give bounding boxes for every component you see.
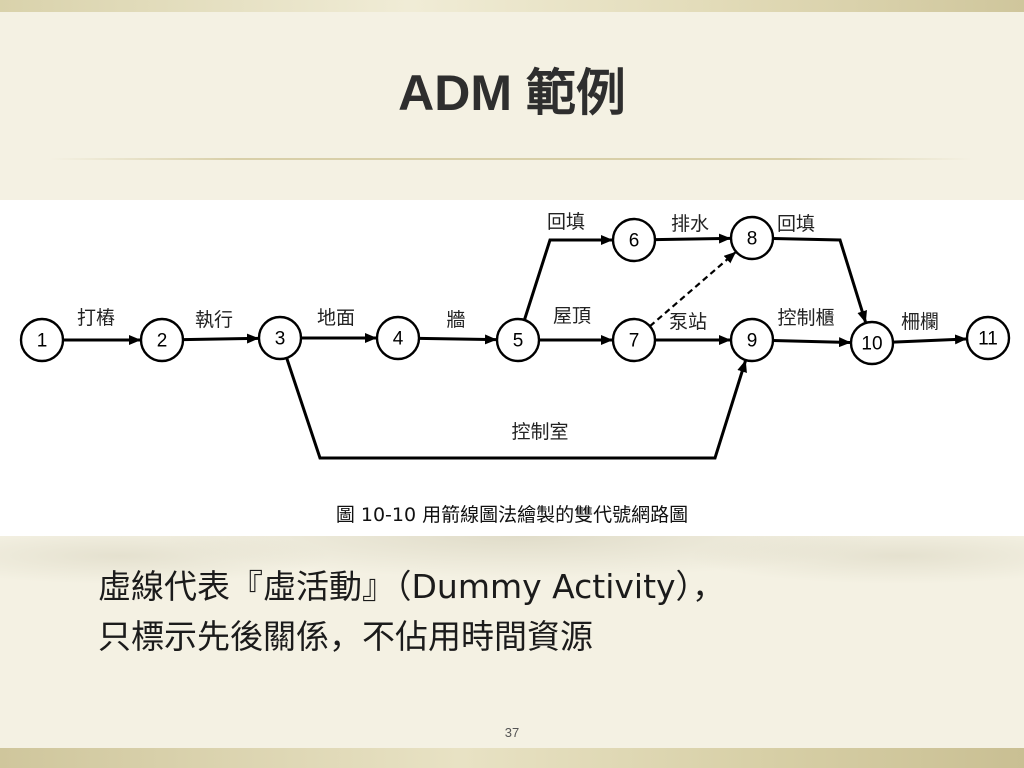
event-node-9: 9	[729, 317, 775, 363]
event-node-11: 11	[965, 315, 1011, 361]
event-node-circle-4	[375, 315, 421, 361]
event-node-label-7: 7	[629, 331, 640, 352]
activity-label-2-3: 執行	[195, 309, 233, 331]
activity-arrow-8-10	[772, 236, 867, 323]
activity-arrow-9-10	[772, 337, 852, 348]
activity-label-3-9: 控制室	[511, 421, 568, 443]
activity-arrow-3-9	[285, 357, 747, 460]
activity-label-5-7: 屋頂	[553, 305, 591, 327]
event-node-circle-3	[257, 315, 303, 361]
edges-layer	[63, 233, 968, 460]
event-node-6: 6	[611, 217, 657, 263]
event-node-circle-7	[611, 317, 657, 363]
event-node-circle-6	[611, 217, 657, 263]
event-node-label-4: 4	[393, 329, 404, 350]
activity-label-7-9: 泵站	[669, 311, 707, 333]
event-node-circle-8	[729, 215, 775, 261]
slide-title: ADM 範例	[398, 65, 626, 121]
event-node-circle-9	[729, 317, 775, 363]
activity-label-1-2: 打樁	[77, 307, 115, 329]
title-divider	[50, 158, 972, 160]
activity-arrow-4-5	[418, 334, 498, 345]
nodes-layer: 1 2 3 4 5 6 7 8 9 10 11	[19, 215, 1011, 366]
figure-caption: 圖 10-10 用箭線圖法繪製的雙代號網路圖	[335, 504, 689, 526]
event-node-circle-10	[849, 320, 895, 366]
event-node-label-5: 5	[513, 331, 524, 352]
activity-label-4-5: 牆	[446, 309, 465, 331]
dummy-activity-arrow-7-8	[649, 251, 737, 328]
event-node-label-2: 2	[157, 331, 168, 352]
event-node-circle-5	[495, 317, 541, 363]
event-node-7: 7	[611, 317, 657, 363]
event-node-5: 5	[495, 317, 541, 363]
event-node-label-3: 3	[275, 329, 286, 350]
event-node-4: 4	[375, 315, 421, 361]
activity-arrow-2-3	[182, 333, 260, 344]
page-number: 37	[504, 725, 520, 740]
activity-label-6-8: 排水	[671, 213, 709, 235]
event-node-2: 2	[139, 317, 185, 363]
activity-label-3-4: 地面	[317, 307, 355, 329]
body-line-2: 只標示先後關係，不佔用時間資源	[98, 617, 593, 656]
activity-arrow-6-8	[654, 233, 732, 244]
body-line-1: 虛線代表『虛活動』（Dummy Activity），	[98, 567, 726, 606]
top-decorative-band	[0, 0, 1024, 12]
event-node-10: 10	[849, 320, 895, 366]
activity-label-5-6: 回填	[547, 211, 585, 233]
event-node-8: 8	[729, 215, 775, 261]
event-node-label-1: 1	[37, 331, 48, 352]
event-node-circle-2	[139, 317, 185, 363]
event-node-label-9: 9	[747, 331, 758, 352]
body-text: 虛線代表『虛活動』（Dummy Activity）， 只標示先後關係，不佔用時間…	[98, 562, 958, 662]
event-node-label-11: 11	[978, 329, 998, 350]
event-node-label-10: 10	[861, 334, 882, 355]
event-node-circle-1	[19, 317, 65, 363]
activity-arrow-10-11	[892, 334, 968, 345]
bottom-decorative-band	[0, 748, 1024, 768]
activity-label-8-10: 回填	[777, 213, 815, 235]
activity-label-9-10: 控制櫃	[777, 307, 834, 329]
event-node-1: 1	[19, 317, 65, 363]
activity-arrow-5-6	[522, 235, 613, 321]
event-node-3: 3	[257, 315, 303, 361]
activity-label-10-11: 柵欄	[901, 311, 939, 333]
event-node-label-6: 6	[629, 231, 640, 252]
event-node-circle-11	[965, 315, 1011, 361]
event-node-label-8: 8	[747, 229, 758, 250]
background-texture	[0, 536, 1024, 748]
